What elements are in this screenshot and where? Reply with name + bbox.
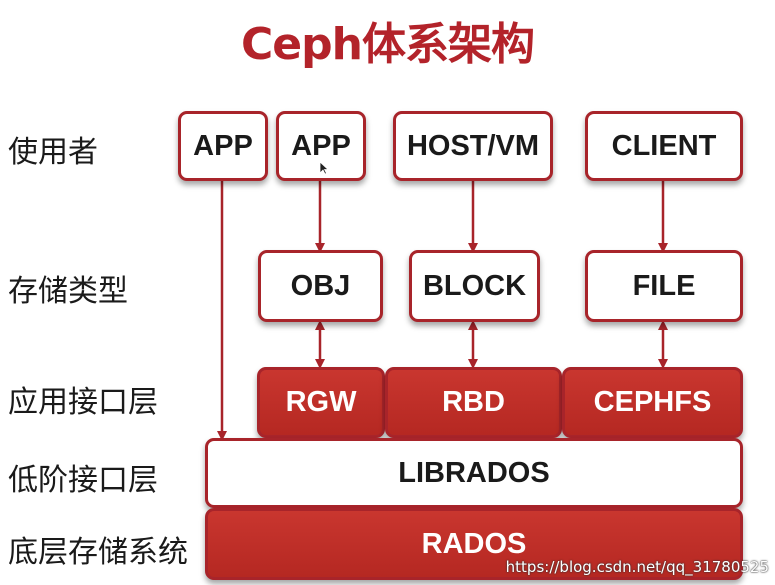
row-label-users: 使用者 [8, 135, 98, 170]
watermark-url: https://blog.csdn.net/qq_31780525 [505, 558, 769, 576]
storage-type-obj: OBJ [258, 250, 383, 322]
user-box-app-1: APP [178, 111, 268, 181]
rados-box: RADOS [205, 508, 743, 580]
diagram-title: Ceph体系架构 [241, 19, 535, 70]
user-box-host-vm: HOST/VM [393, 111, 553, 181]
storage-type-file: FILE [585, 250, 743, 322]
interface-rbd: RBD [385, 367, 562, 438]
interface-rgw: RGW [257, 367, 385, 438]
interface-cephfs: CEPHFS [562, 367, 743, 438]
row-label-app-interface: 应用接口层 [8, 385, 158, 420]
row-label-low-level-interface: 低阶接口层 [8, 463, 158, 498]
storage-type-block: BLOCK [409, 250, 540, 322]
librados-box: LIBRADOS [205, 438, 743, 508]
user-box-client: CLIENT [585, 111, 743, 181]
mouse-cursor-icon [319, 161, 329, 175]
row-label-storage-system: 底层存储系统 [8, 535, 188, 570]
row-label-storage-types: 存储类型 [8, 274, 128, 309]
